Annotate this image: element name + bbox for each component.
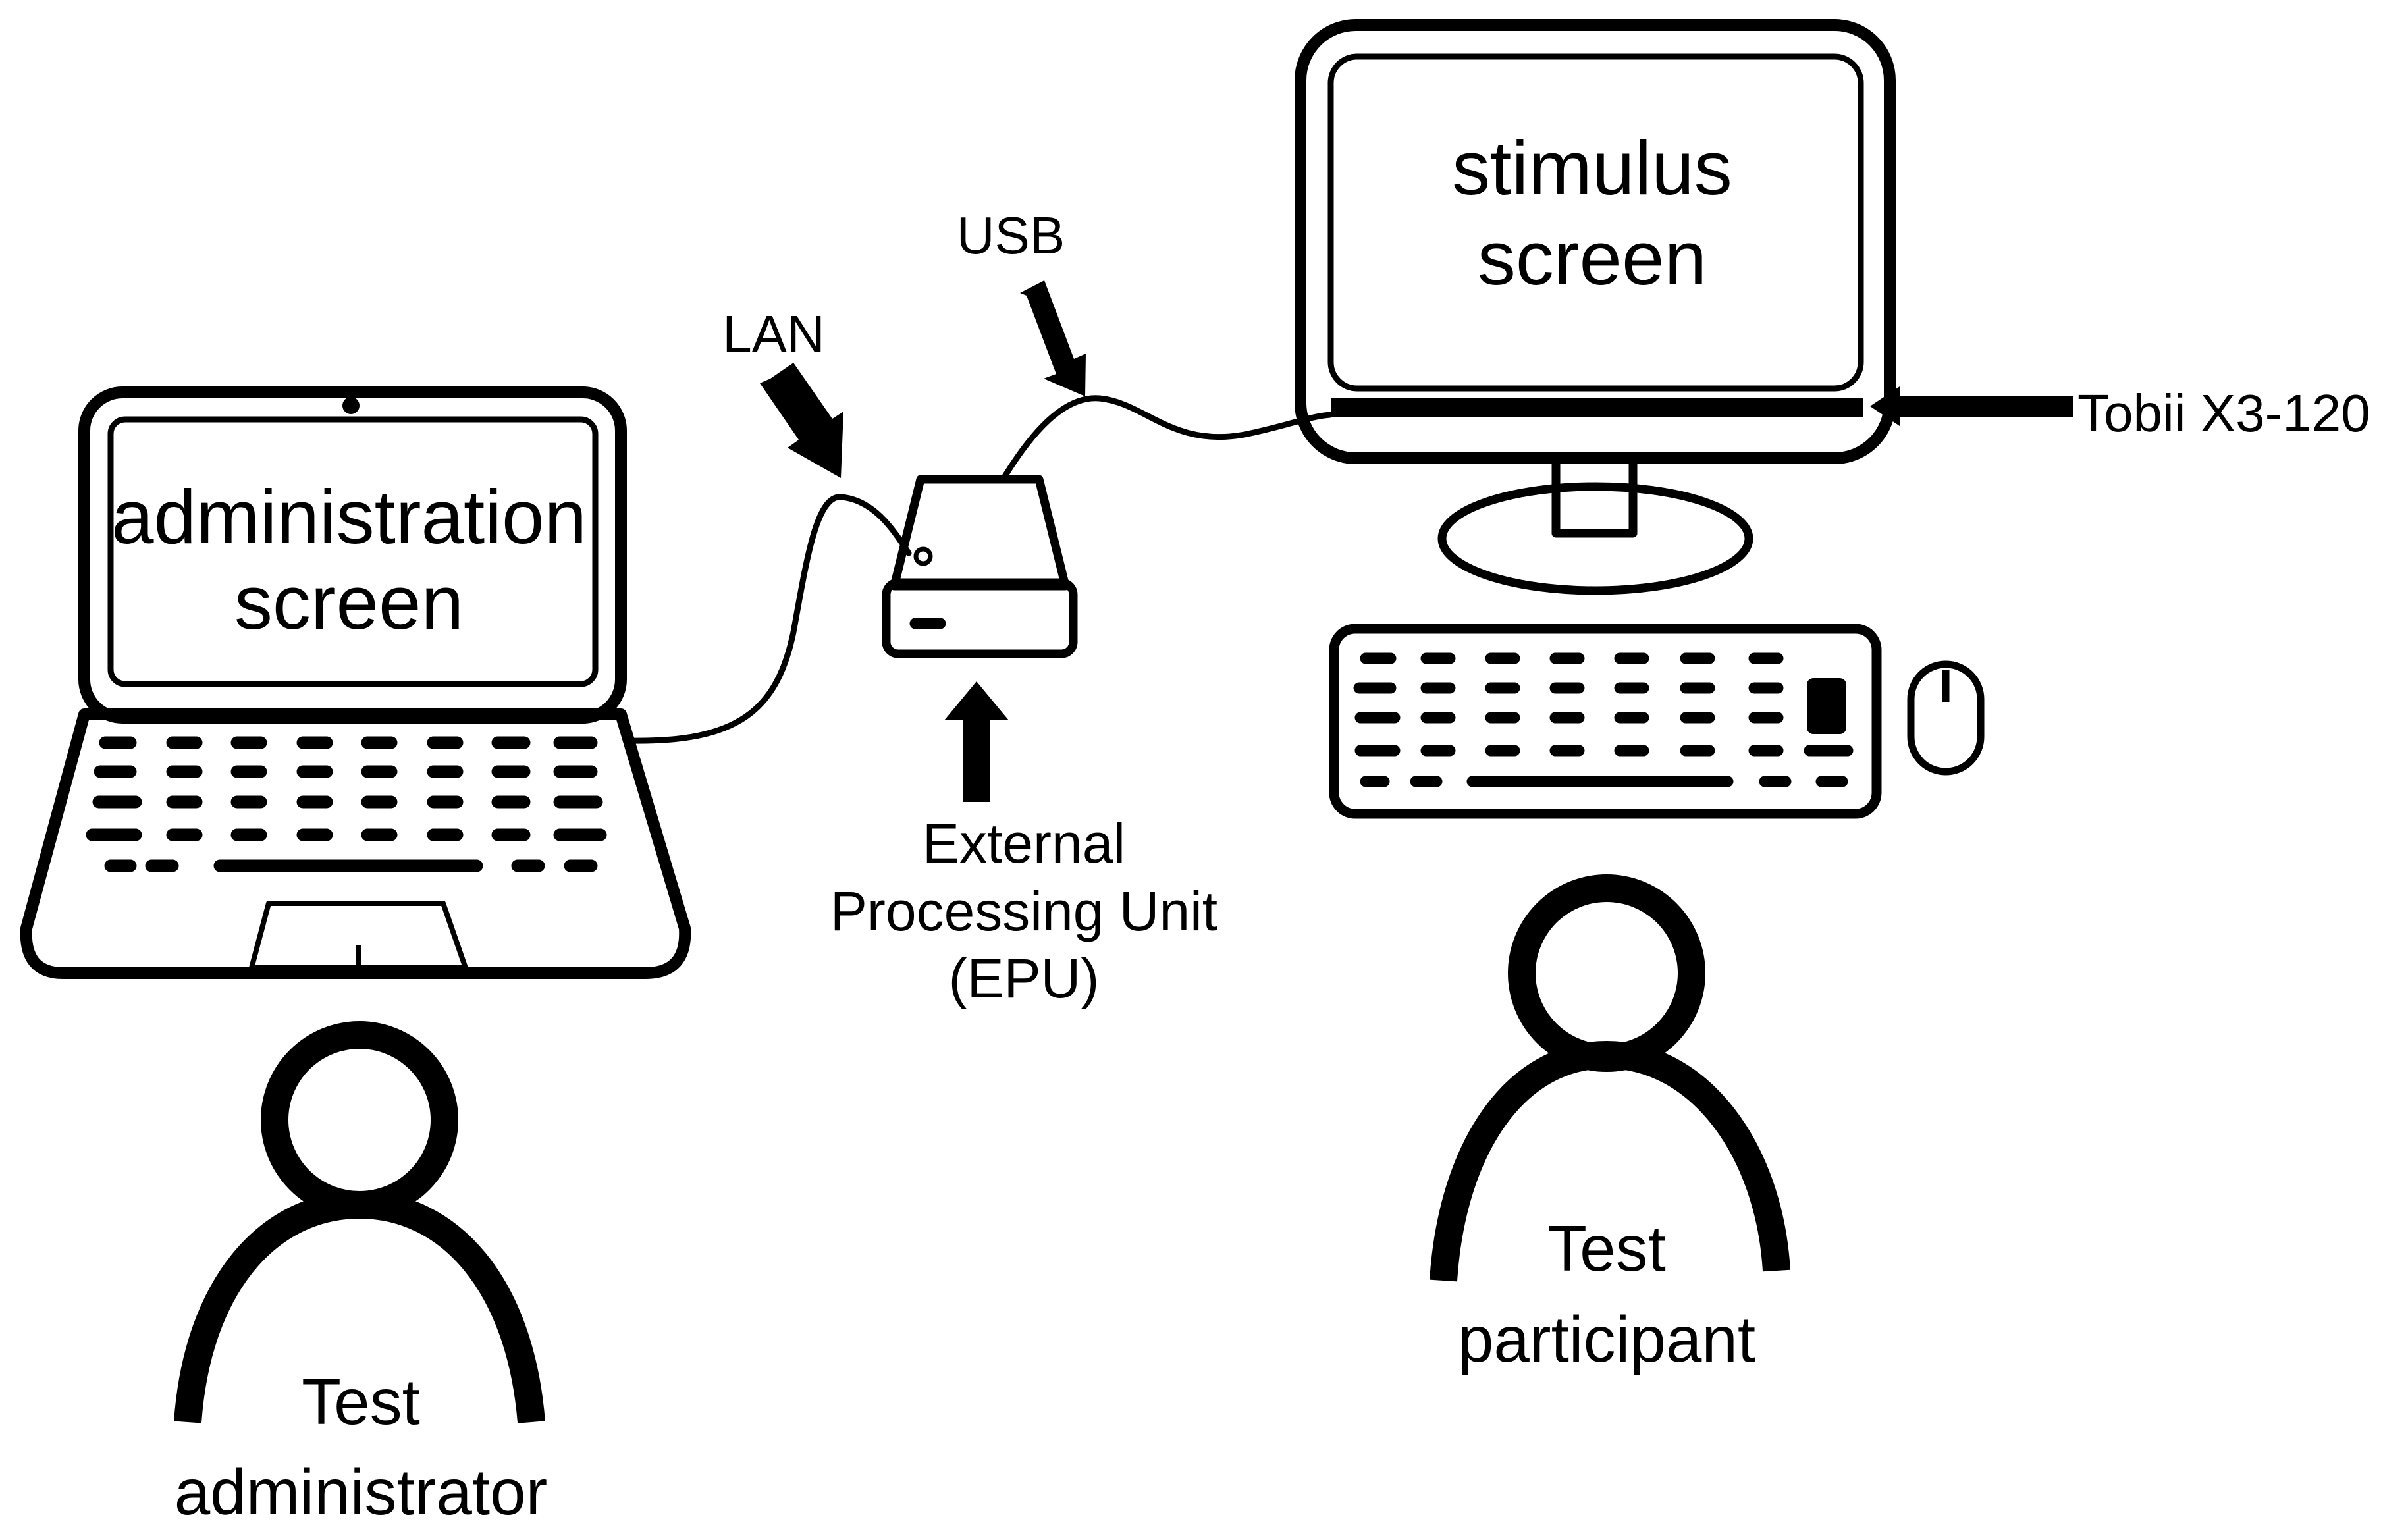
eye-tracker-bar-icon bbox=[1331, 398, 1863, 417]
test-participant-label-line2: participant bbox=[1458, 1303, 1755, 1375]
person-icon bbox=[1430, 874, 1790, 1282]
laptop-keys bbox=[86, 736, 607, 872]
arrow-icon bbox=[760, 280, 2073, 802]
stimulus-screen-label-line2: screen bbox=[1478, 215, 1707, 301]
cables bbox=[626, 395, 1333, 744]
mouse-icon bbox=[1907, 660, 1985, 776]
usb-cable bbox=[1001, 395, 1333, 481]
usb-label: USB bbox=[957, 206, 1065, 265]
epu-label-line1: External bbox=[923, 812, 1125, 874]
lan-cable bbox=[626, 494, 912, 744]
test-participant-label-line1: Test bbox=[1547, 1212, 1666, 1285]
stimulus-screen-label-line1: stimulus bbox=[1452, 125, 1732, 211]
keyboard-icon bbox=[1329, 624, 1882, 819]
tobii-label: Tobii X3-120 bbox=[2077, 384, 2370, 442]
test-administrator-label-line2: administrator bbox=[174, 1456, 547, 1528]
admin-screen-label-line2: screen bbox=[234, 560, 464, 645]
admin-screen-label-line1: administration bbox=[111, 474, 587, 560]
monitor-icon bbox=[1295, 19, 1896, 595]
epu-box-icon bbox=[882, 475, 1078, 658]
epu-label-line2: Processing Unit bbox=[830, 880, 1217, 942]
laptop-icon bbox=[20, 386, 691, 979]
lan-label: LAN bbox=[722, 305, 825, 363]
person-icon bbox=[174, 1021, 545, 1423]
test-administrator-label-line1: Test bbox=[302, 1366, 420, 1438]
epu-label-line3: (EPU) bbox=[949, 947, 1100, 1009]
